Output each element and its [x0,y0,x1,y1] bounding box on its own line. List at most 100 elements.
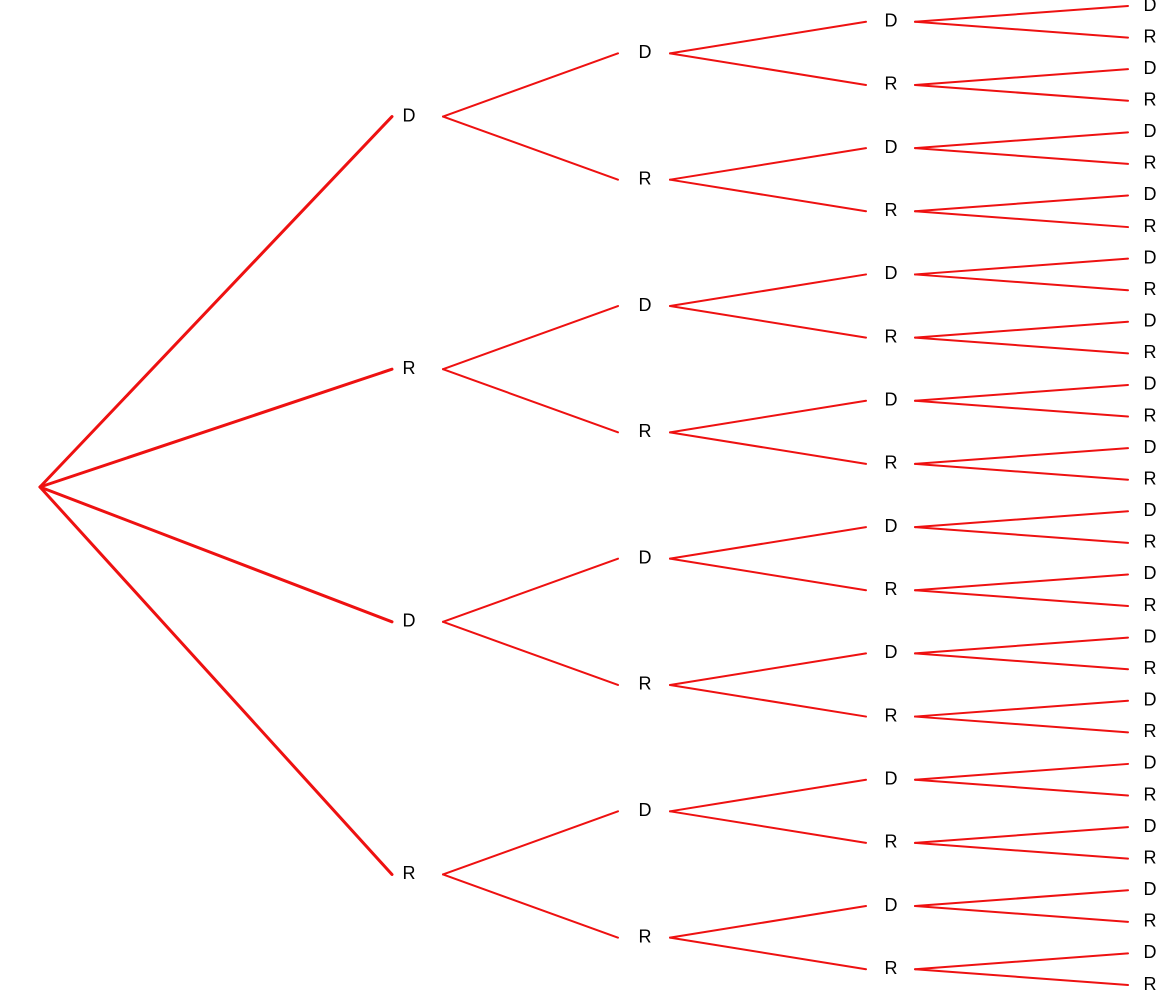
tree-edge-depth-3 [669,905,867,939]
tree-edge-depth-4 [914,968,1129,986]
tree-node-label-depth-4: R [1144,468,1157,488]
tree-edge-depth-2 [442,115,619,181]
tree-node-label-depth-2: R [639,421,652,441]
tree-node-label-depth-4: D [1144,816,1157,836]
tree-node-label-depth-2: R [639,168,652,188]
tree-node-label-depth-4: R [1144,911,1157,931]
tree-node-label-depth-4: D [1144,58,1157,78]
tree-edge-depth-3 [669,526,867,560]
tree-node-label-depth-3: R [885,705,898,725]
tree-edge-depth-2 [442,368,619,434]
tree-edge-depth-4 [914,273,1129,292]
tree-edges [38,5,1129,986]
tree-edge-depth-3 [669,147,867,181]
tree-edge-depth-4 [914,762,1129,781]
tree-node-label-depth-2: D [639,295,652,315]
tree-node-label-depth-4: D [1144,121,1157,141]
tree-edge-depth-4 [914,778,1129,797]
tree-edge-depth-4 [914,699,1129,718]
tree-node-label-depth-4: R [1144,721,1157,741]
tree-node-label-depth-4: D [1144,626,1157,646]
tree-node-label-depth-3: R [885,832,898,852]
tree-node-label-depth-4: R [1144,532,1157,552]
tree-node-label-depth-4: D [1144,500,1157,520]
tree-node-label-depth-1: D [403,105,416,125]
tree-node-label-depth-3: R [885,958,898,978]
tree-edge-depth-3 [669,810,867,844]
tree-node-label-depth-4: D [1144,753,1157,773]
tree-node-label-depth-3: D [885,137,898,157]
tree-node-label-depth-4: R [1144,847,1157,867]
tree-node-label-depth-1: R [403,863,416,883]
tree-edge-depth-4 [914,905,1129,923]
tree-node-label-depth-4: R [1144,26,1157,46]
tree-edge-depth-1 [38,485,394,624]
tree-edge-depth-4 [914,194,1129,213]
tree-edge-depth-4 [914,447,1129,465]
tree-edge-depth-3 [669,52,867,86]
tree-edge-depth-4 [914,636,1129,655]
tree-node-label-depth-4: R [1144,89,1157,109]
tree-node-label-depth-4: D [1144,563,1157,583]
tree-edge-depth-2 [442,305,619,371]
tree-edge-depth-4 [914,715,1129,734]
tree-node-label-depth-3: R [885,200,898,220]
tree-edge-depth-4 [914,20,1129,39]
tree-node-label-depth-4: D [1144,437,1157,457]
tree-edge-depth-1 [38,367,394,489]
tree-edge-depth-3 [669,652,867,686]
tree-node-label-depth-3: D [885,11,898,31]
tree-edge-depth-2 [442,620,619,686]
tree-node-label-depth-4: D [1144,374,1157,394]
tree-edge-depth-4 [914,573,1129,592]
tree-edge-depth-2 [442,52,619,118]
tree-node-label-depth-3: D [885,895,898,915]
tree-edge-depth-4 [914,5,1129,23]
tree-edge-depth-3 [669,936,867,971]
tree-node-label-depth-3: R [885,579,898,599]
tree-node-label-depth-3: D [885,768,898,788]
tree-edge-depth-4 [914,320,1129,339]
tree-node-label-depth-4: R [1144,405,1157,425]
tree-node-label-depth-2: D [639,547,652,567]
tree-node-label-depth-4: R [1144,784,1157,804]
tree-node-label-depth-4: R [1144,216,1157,236]
tree-node-label-depth-3: R [885,326,898,346]
tree-node-label-depth-2: D [639,800,652,820]
tree-labels: DDDDRRDRRDDRRDRRDDDRRDRRDDRRDRDDDDRRDRRD… [403,0,1157,994]
tree-edge-depth-1 [38,115,394,489]
tree-node-label-depth-3: R [885,453,898,473]
tree-node-label-depth-4: R [1144,974,1157,994]
tree-edge-depth-4 [914,336,1129,355]
tree-node-label-depth-4: R [1144,595,1157,615]
tree-edge-depth-3 [669,20,867,55]
tree-edge-depth-4 [914,131,1129,150]
tree-edge-depth-4 [914,462,1129,481]
tree-edge-depth-3 [669,305,867,339]
tree-edge-depth-4 [914,210,1129,229]
tree-node-label-depth-4: R [1144,658,1157,678]
tree-edge-depth-3 [669,778,867,813]
tree-edge-depth-4 [914,68,1129,86]
tree-edge-depth-3 [669,273,867,308]
tree-edge-depth-4 [914,589,1129,608]
tree-node-label-depth-4: D [1144,311,1157,331]
tree-edge-depth-4 [914,889,1129,908]
tree-node-label-depth-3: D [885,390,898,410]
tree-node-label-depth-3: D [885,516,898,536]
tree-edge-depth-4 [914,526,1129,544]
tree-node-label-depth-4: D [1144,690,1157,710]
tree-node-label-depth-2: D [639,42,652,62]
tree-node-label-depth-3: D [885,263,898,283]
tree-node-label-depth-4: R [1144,153,1157,173]
tree-edge-depth-2 [442,810,619,876]
tree-node-label-depth-4: D [1144,879,1157,899]
tree-edge-depth-4 [914,399,1129,418]
tree-node-label-depth-4: D [1144,0,1157,15]
tree-edge-depth-4 [914,257,1129,276]
tree-edge-depth-3 [669,557,867,592]
tree-edge-depth-4 [914,841,1129,860]
tree-node-label-depth-2: R [639,674,652,694]
tree-edge-depth-1 [38,485,394,876]
